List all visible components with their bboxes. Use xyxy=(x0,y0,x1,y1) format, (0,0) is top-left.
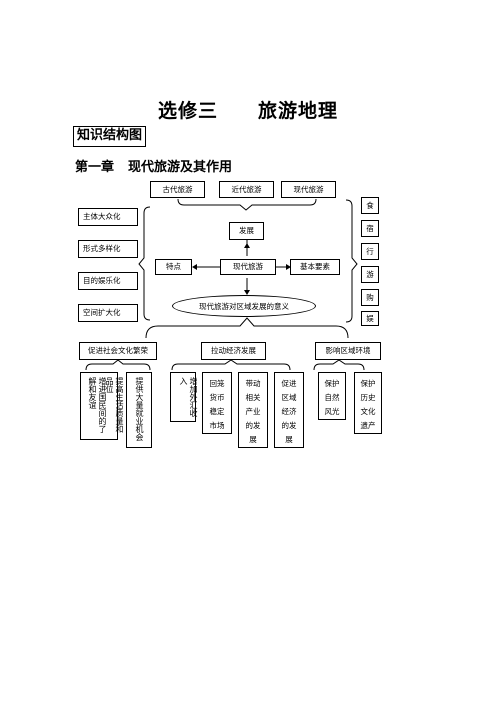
features-box: 特点 xyxy=(155,259,192,275)
element-item: 游 xyxy=(361,266,379,283)
chapter-title: 现代旅游及其作用 xyxy=(128,160,233,175)
economy-item-forex: 增加外汇收入 xyxy=(179,377,198,417)
chapter-number: 第一章 xyxy=(75,160,115,175)
culture-item-quality: 提高生活质量和品位 xyxy=(105,377,124,433)
economy-industry-box: 带动相关产业的发展 xyxy=(238,372,268,448)
course-name: 选修三 xyxy=(157,100,218,122)
env-heritage-box: 保护历史文化遗产 xyxy=(354,372,382,434)
culture-detail-box: 提高生活质量和品位 增进国民间的了解和友谊 xyxy=(80,372,124,440)
era-ancient: 古代旅游 xyxy=(150,181,205,198)
economy-currency-box: 回笼货币稳定市场 xyxy=(202,372,232,434)
feature-item: 目的娱乐化 xyxy=(78,272,138,290)
feature-item: 主体大众化 xyxy=(78,208,138,226)
significance-ellipse: 现代旅游对区域发展的意义 xyxy=(172,295,316,317)
feature-item: 形式多样化 xyxy=(78,240,138,258)
chapter-heading: 第一章现代旅游及其作用 xyxy=(75,156,232,175)
element-item: 行 xyxy=(361,243,379,260)
env-nature-box: 保护自然风光 xyxy=(318,372,346,420)
feature-item: 空间扩大化 xyxy=(78,304,138,322)
economy-regional-box: 促进区域经济的发展 xyxy=(274,372,304,448)
culture-item-jobs: 提供大量就业机会 xyxy=(135,377,144,441)
era-modern-early: 近代旅游 xyxy=(219,181,274,198)
element-item: 食 xyxy=(361,197,379,214)
element-item: 购 xyxy=(361,289,379,306)
element-item: 娱 xyxy=(361,311,379,326)
page-title: 选修三 旅游地理 xyxy=(0,96,496,123)
economy-forex-box: 增加外汇收入 xyxy=(170,372,198,422)
elements-box: 基本要素 xyxy=(290,259,340,275)
subject-name: 旅游地理 xyxy=(258,100,339,122)
culture-jobs-box: 提供大量就业机会 xyxy=(126,372,152,448)
culture-item-friendship: 增进国民间的了解和友谊 xyxy=(88,377,107,433)
impact-culture: 促进社会文化繁荣 xyxy=(79,342,157,360)
element-item: 宿 xyxy=(361,220,379,237)
development-box: 发展 xyxy=(229,222,264,240)
modern-tourism-box: 现代旅游 xyxy=(220,259,276,275)
section-label: 知识结构图 xyxy=(73,126,147,147)
impact-economy: 拉动经济发展 xyxy=(201,342,266,360)
impact-environment: 影响区域环境 xyxy=(315,342,381,360)
era-contemporary: 现代旅游 xyxy=(281,181,336,198)
